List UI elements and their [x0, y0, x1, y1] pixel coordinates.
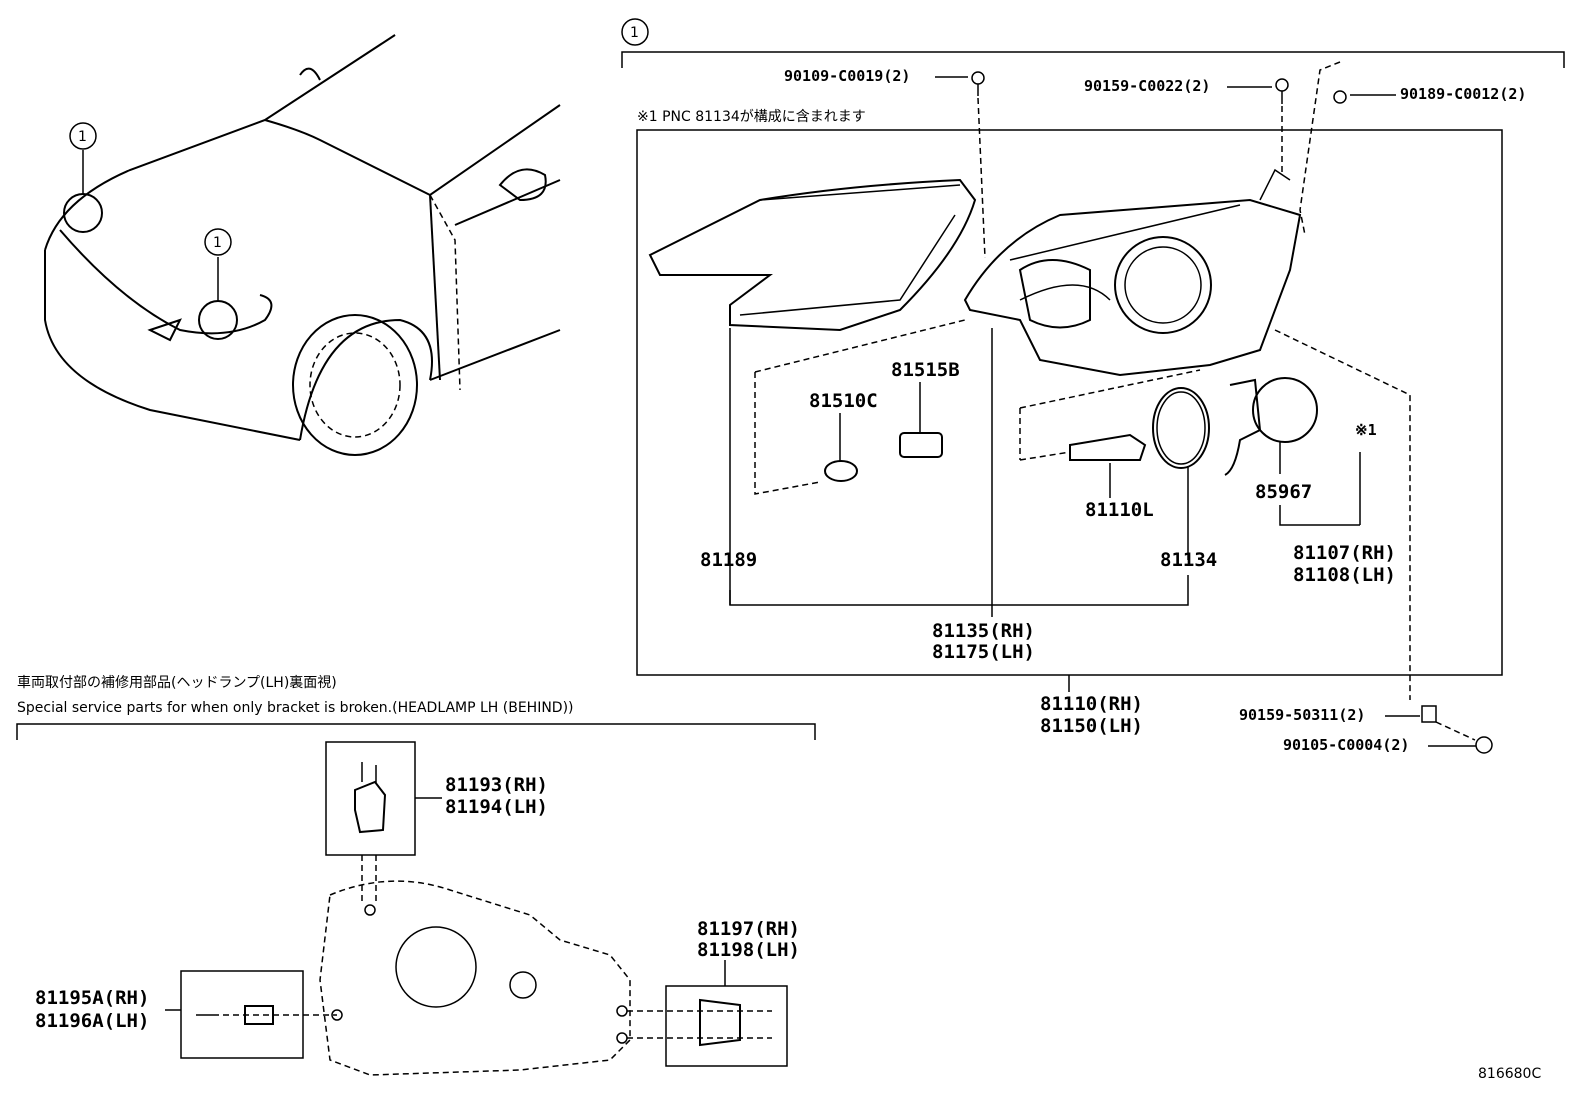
section-title-en: Special service parts for when only brac… [17, 700, 574, 716]
ballast-cover-icon [1252, 377, 1318, 443]
section-title-jp: 車両取付部の補修用部品(ヘッドランプ(LH)裏面視) [17, 674, 337, 691]
clip-icon [1333, 90, 1347, 104]
hid-bulb-icon [1069, 433, 1147, 461]
part-81107: 81107(RH) [1293, 542, 1396, 564]
part-81110: 81110(RH) [1040, 693, 1143, 715]
nut-icon [1421, 705, 1437, 723]
part-81197: 81197(RH) [697, 918, 800, 940]
part-90109: 90109-C0019(2) [784, 67, 910, 85]
housing-drawing [754, 168, 1411, 700]
headlamp-back-outline [319, 880, 631, 1076]
assembly-group-1: 1 ※1 PNC 81134が構成に含まれます [621, 18, 1565, 676]
part-81198: 81198(LH) [697, 939, 800, 961]
index-label-1b: 1 [213, 235, 222, 251]
index-label-1a: 1 [78, 129, 87, 145]
small-parts: 81515B 81510C 81110L 85967 ※1 [754, 359, 1377, 560]
part-81196a: 81196A(LH) [35, 1010, 149, 1032]
index-label-1c: 1 [630, 25, 639, 41]
part-85967: 85967 [1255, 481, 1312, 503]
part-81194: 81194(LH) [445, 796, 548, 818]
part-81195a: 81195A(RH) [35, 987, 149, 1009]
note-mark-1: ※1 [1355, 421, 1377, 439]
part-81515b: 81515B [891, 359, 960, 381]
part-81134: 81134 [1160, 549, 1217, 571]
bolt-icon [971, 71, 985, 85]
fasteners-lower: 90159-50311(2) 90105-C0004(2) [1239, 705, 1493, 754]
lens-81189-drawing [648, 178, 977, 605]
pnc-note: ※1 PNC 81134が構成に含まれます [637, 109, 866, 125]
wedge-bulb-icon [824, 460, 858, 482]
bracket-box-81197 [665, 985, 788, 1067]
index-circle-1b [204, 228, 232, 256]
bulb-socket-icon [899, 432, 943, 458]
index-circle-1c [621, 18, 649, 46]
part-90105: 90105-C0004(2) [1283, 736, 1409, 754]
assembly-box [636, 129, 1503, 676]
part-81193: 81193(RH) [445, 774, 548, 796]
part-81135: 81135(RH) [932, 620, 1035, 642]
rear-bracket-icon [699, 998, 741, 1047]
car-front-illustration: 1 1 [44, 34, 561, 456]
gasket-ring-icon [1152, 387, 1210, 469]
assembly-labels: 81189 81134 81107(RH) 81108(LH) 81135(RH… [700, 542, 1396, 737]
part-81175: 81175(LH) [932, 641, 1035, 663]
lamp-opening [395, 926, 477, 1008]
bracket-box-81193 [325, 741, 416, 856]
washer-icon [1475, 736, 1493, 754]
part-81150: 81150(LH) [1040, 715, 1143, 737]
part-90159-c0022: 90159-C0022(2) [1084, 77, 1210, 95]
part-81189: 81189 [700, 549, 757, 571]
part-90189: 90189-C0012(2) [1400, 85, 1526, 103]
highlight-circle-left [63, 193, 103, 233]
screw-icon [1275, 78, 1289, 92]
diagram-code: 816680C [1478, 1066, 1541, 1082]
upper-bracket-icon [354, 780, 387, 834]
part-90159-50311: 90159-50311(2) [1239, 706, 1365, 724]
part-81108: 81108(LH) [1293, 564, 1396, 586]
part-81510c: 81510C [809, 390, 878, 412]
index-circle-1a [69, 122, 97, 150]
fasteners-top: 90109-C0019(2) 90159-C0022(2) 90189-C001… [784, 61, 1526, 259]
bracket-repair-section: 車両取付部の補修用部品(ヘッドランプ(LH)裏面視) Special servi… [16, 674, 816, 1076]
part-81110l: 81110L [1085, 499, 1154, 521]
